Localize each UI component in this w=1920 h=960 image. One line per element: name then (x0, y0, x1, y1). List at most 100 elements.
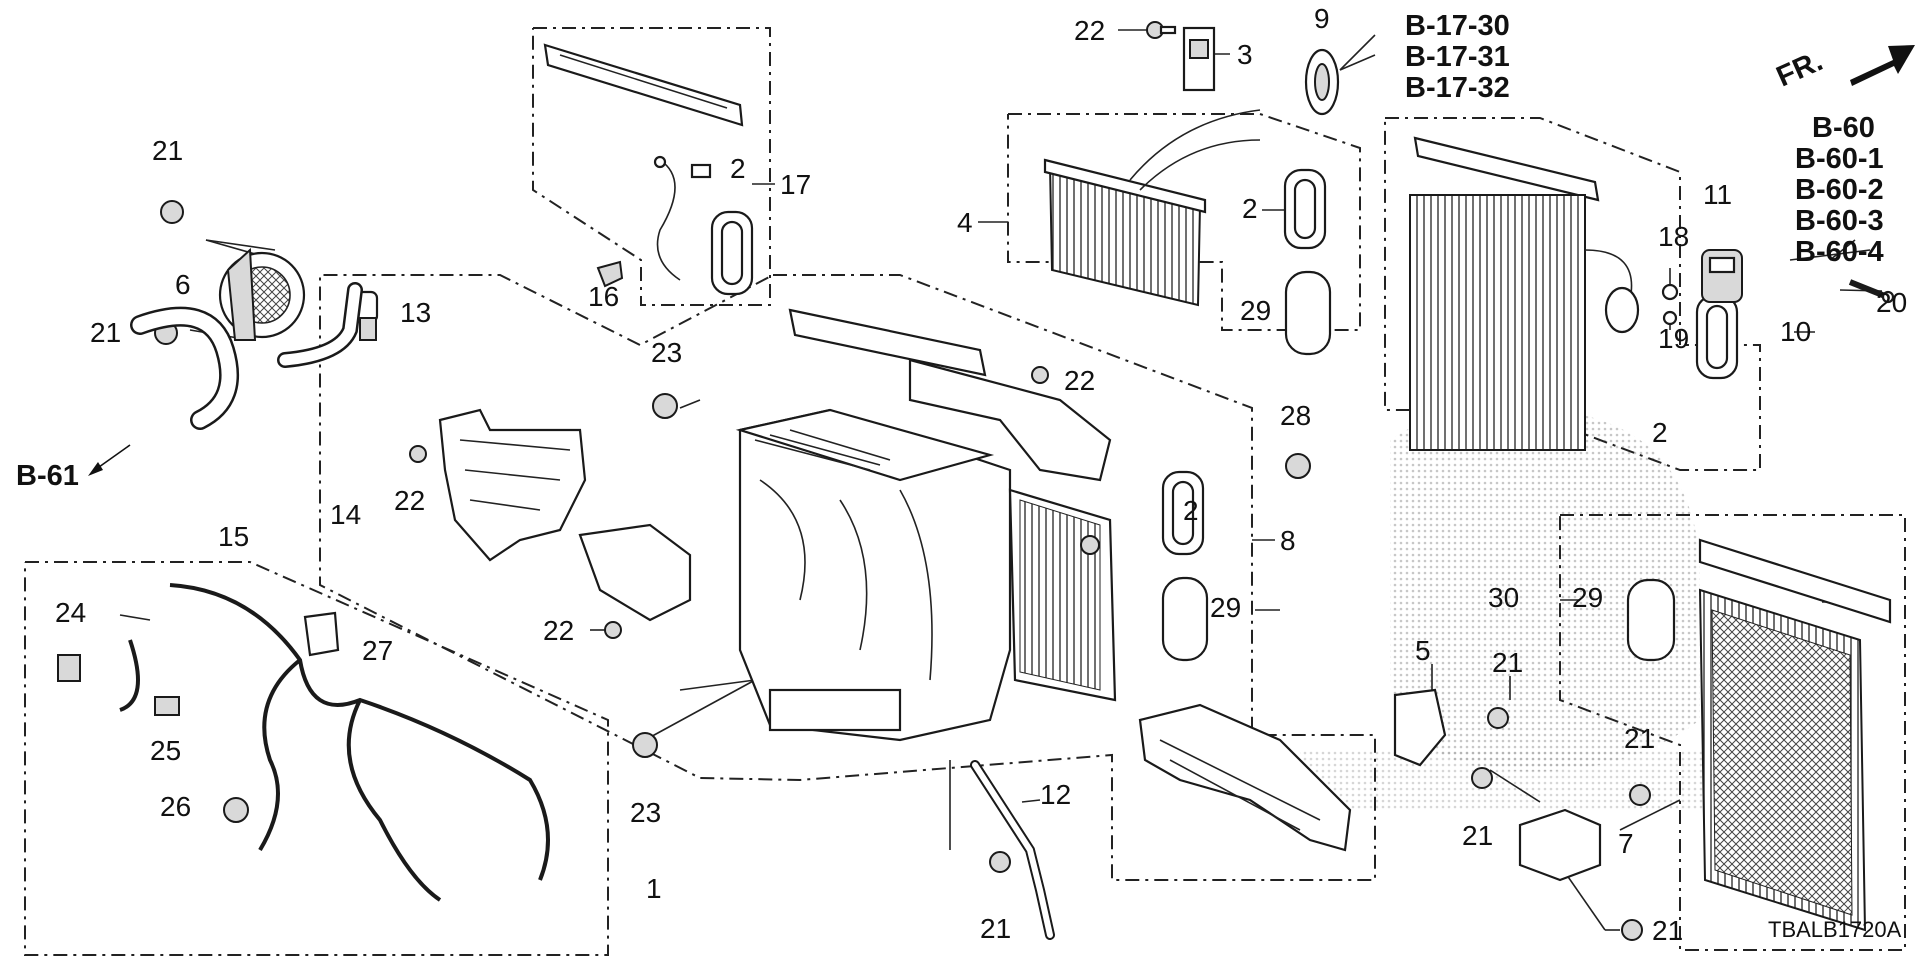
front-arrow-label: FR. (1772, 45, 1828, 93)
callout-24: 24 (55, 597, 86, 628)
callout-11: 11 (1703, 179, 1732, 210)
part-24-connector (57, 654, 81, 682)
callout-23-b: 23 (630, 797, 661, 828)
callout-23-a: 23 (651, 337, 682, 368)
callout-29-a: 29 (1240, 295, 1271, 326)
part-15-drain-hose (130, 306, 240, 430)
callout-15: 15 (218, 521, 249, 552)
part-30-heater-core-assy (1698, 538, 1892, 932)
callout-21-d: 21 (1624, 723, 1655, 754)
part-duct-mid (578, 523, 692, 622)
callout-17: 17 (780, 169, 811, 200)
part-10-evap-frame-in-unit (1008, 488, 1117, 702)
callout-27: 27 (362, 635, 393, 666)
leader-lines (119, 29, 1883, 931)
b61-arrow-icon (88, 444, 131, 476)
part-20-bolt (1848, 279, 1895, 304)
part-29-foam-a (1284, 270, 1332, 356)
callout-22-b: 22 (1064, 365, 1095, 396)
callout-8: 8 (1280, 525, 1296, 556)
callout-16: 16 (588, 281, 619, 312)
callout-18: 18 (1658, 221, 1689, 252)
callout-22-a: 22 (1074, 15, 1105, 46)
callout-21-g: 21 (1652, 915, 1683, 946)
callout-25: 25 (150, 735, 181, 766)
ref-b60-2: B-60-2 (1795, 174, 1884, 206)
callout-26: 26 (160, 791, 191, 822)
group-box-1 (24, 561, 609, 956)
callout-19: 19 (1658, 323, 1689, 354)
callout-22-c: 22 (394, 485, 425, 516)
callout-28: 28 (1280, 400, 1311, 431)
callout-4: 4 (957, 207, 973, 238)
part-22-screw-top (1146, 21, 1177, 39)
part-16-clip (596, 260, 624, 288)
callout-3: 3 (1237, 39, 1253, 70)
part-8-hvac-unit (735, 308, 1112, 742)
part-21-screw-12 (989, 851, 1011, 873)
group-box-10 (1384, 117, 1761, 471)
callout-2-d: 2 (1183, 495, 1199, 526)
callout-30: 30 (1488, 582, 1519, 613)
part-22-screw-d (604, 621, 622, 639)
part-29-foam-c (1626, 578, 1676, 662)
callout-13: 13 (400, 297, 431, 328)
reference-b60: B-60 B-60-1 B-60-2 B-60-3 B-60-4 (1795, 112, 1884, 268)
part-27-clip (303, 611, 340, 657)
part-2-seal-a (710, 210, 754, 296)
ref-b17-31: B-17-31 (1405, 41, 1510, 73)
part-29-foam-b (1161, 576, 1209, 662)
reference-b17: B-17-30 B-17-31 B-17-32 (1405, 10, 1510, 104)
callout-21-a: 21 (152, 135, 183, 166)
ref-b17-30: B-17-30 (1405, 10, 1510, 42)
part-2-seal-b (1283, 168, 1327, 250)
front-arrow-icon (1850, 45, 1915, 86)
ref-b60-1: B-60-1 (1795, 143, 1884, 175)
callout-21-c: 21 (1492, 647, 1523, 678)
ref-b17-32: B-17-32 (1405, 72, 1510, 104)
part-10-evaporator (1409, 136, 1640, 451)
part-21-bolt-5b (1471, 767, 1493, 789)
part-5-actuator (1393, 688, 1447, 767)
part-2-seal-d (1161, 470, 1205, 556)
callout-1: 1 (646, 873, 662, 904)
callout-21-b: 21 (90, 317, 121, 348)
callout-29-c: 29 (1572, 582, 1603, 613)
callout-22-d: 22 (543, 615, 574, 646)
part-23-grommet-a (652, 393, 678, 419)
callout-2-b: 2 (1242, 193, 1258, 224)
callout-21-f: 21 (980, 913, 1011, 944)
callout-7: 7 (1618, 828, 1634, 859)
group-box-30 (1559, 514, 1906, 951)
part-21-bolt-7b (1621, 919, 1643, 941)
callout-12: 12 (1040, 779, 1071, 810)
part-25-clip (154, 696, 180, 716)
part-11-expansion-valve (1701, 249, 1743, 303)
part-3-bracket (1182, 26, 1216, 92)
part-7-motor (1518, 808, 1602, 882)
part-9-pipe-seal (1304, 48, 1340, 116)
part-21-bolt-7 (1629, 784, 1651, 806)
callout-29-b: 29 (1210, 592, 1241, 623)
ref-b61: B-61 (16, 460, 79, 492)
part-1-wire-harness (119, 583, 550, 902)
ref-b60-3: B-60-3 (1795, 205, 1884, 237)
part-21-bolt-5 (1487, 707, 1509, 729)
drawing-code: TBALB1720A (1768, 917, 1902, 942)
callout-2-c: 2 (1652, 417, 1668, 448)
part-17-case-seal (543, 43, 744, 127)
group-box-8 (319, 274, 1376, 881)
ref-b60-4: B-60-4 (1795, 236, 1884, 268)
part-6-motor (218, 247, 306, 341)
part-23-grommet-b (632, 732, 658, 758)
part-22-screw-c (409, 445, 427, 463)
part-4-heater-core (1043, 109, 1261, 307)
part-12-drain-pipe (970, 760, 1055, 940)
part-2-seal-c (1695, 294, 1739, 380)
callouts: 1 2 2 2 2 3 4 5 6 7 8 9 10 11 12 13 14 1… (55, 3, 1907, 946)
part-18-oring (1661, 283, 1679, 301)
part-26-clip (223, 797, 249, 823)
callout-9: 9 (1314, 3, 1330, 34)
part-22-screw-b (1031, 366, 1049, 384)
